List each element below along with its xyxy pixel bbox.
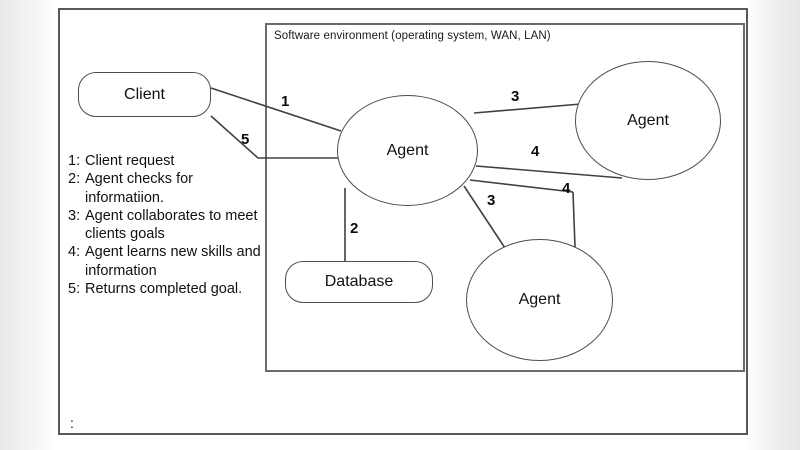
legend-item-number: 1: — [68, 153, 81, 169]
node-client[interactable]: Client — [78, 72, 211, 117]
legend-item-text: Client request — [85, 153, 175, 169]
edge-label-4-bottom: 4 — [562, 180, 571, 197]
node-database-label: Database — [324, 273, 394, 290]
legend-item-text: Agent learns new skills and information — [85, 244, 261, 279]
legend-item-number: 4: — [68, 244, 81, 261]
edge-label-1: 1 — [281, 93, 290, 110]
node-client-label: Client — [124, 85, 165, 103]
node-database[interactable]: Database — [285, 261, 433, 303]
software-environment-title: Software environment (operating system, … — [274, 30, 551, 42]
edge-label-2: 2 — [350, 220, 359, 237]
edge-label-3-right: 3 — [511, 88, 520, 105]
legend-item-number: 3: — [68, 207, 81, 224]
legend-item: 3: Agent collaborates to meet clients go… — [68, 207, 264, 244]
edge-label-5: 5 — [241, 131, 250, 148]
node-agent-bottom[interactable]: Agent — [466, 239, 613, 361]
trailing-mark: : — [70, 415, 74, 431]
edge-label-3-bottom: 3 — [487, 192, 496, 209]
legend-item-text: Agent collaborates to meet clients goals — [85, 207, 258, 243]
legend-item-number: 2: — [68, 171, 81, 188]
edge-label-4-right: 4 — [531, 143, 540, 160]
legend-item: 2: Agent checks for informatiion. — [68, 170, 264, 207]
legend-item: 5: Returns completed goal. — [68, 280, 264, 298]
legend-item: 1: Client request — [68, 152, 264, 170]
legend: 1: Client request 2: Agent checks for in… — [68, 152, 264, 298]
legend-item: 4: Agent learns new skills and informati… — [68, 243, 264, 280]
node-agent-center-label: Agent — [386, 141, 429, 159]
software-environment-frame — [265, 23, 745, 372]
legend-item-text: Returns completed goal. — [85, 280, 243, 297]
node-agent-bottom-label: Agent — [518, 291, 561, 308]
node-agent-right[interactable]: Agent — [575, 61, 721, 180]
legend-item-text: Agent checks for informatiion. — [85, 171, 193, 206]
node-agent-right-label: Agent — [627, 111, 669, 129]
legend-item-number: 5: — [68, 280, 81, 297]
node-agent-center[interactable]: Agent — [337, 95, 478, 206]
